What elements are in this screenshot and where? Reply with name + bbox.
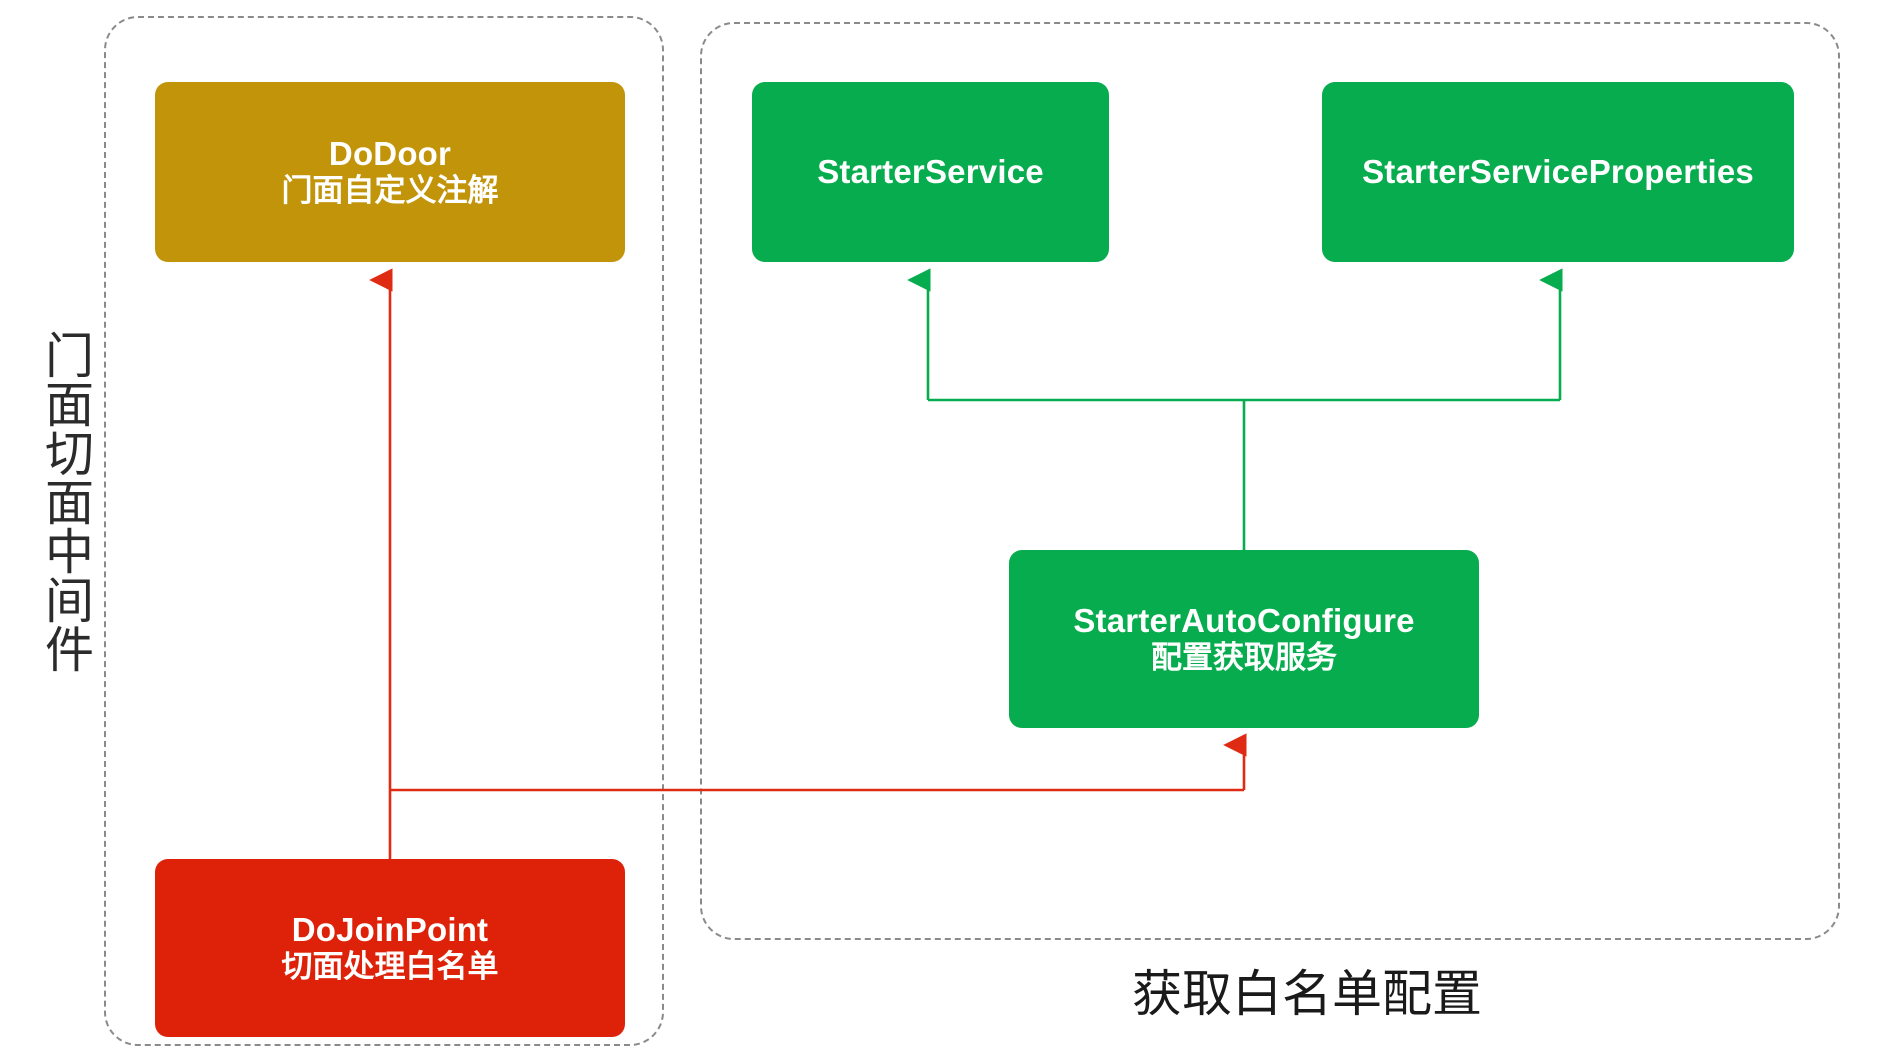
node-dojoinpoint-subtitle: 切面处理白名单	[281, 949, 499, 986]
node-dojoinpoint[interactable]: DoJoinPoint 切面处理白名单	[155, 859, 625, 1037]
node-starterautoconfigure[interactable]: StarterAutoConfigure 配置获取服务	[1009, 550, 1479, 728]
side-label-vertical-text: 门面切面中间件	[37, 330, 94, 673]
bottom-caption-label: 获取白名单配置	[1132, 965, 1482, 1023]
node-dojoinpoint-title: DoJoinPoint	[291, 910, 489, 948]
node-starterserviceproperties-title: StarterServiceProperties	[1362, 152, 1754, 190]
node-starterautoconfigure-title: StarterAutoConfigure	[1073, 601, 1415, 639]
node-dodoor-title: DoDoor	[328, 134, 452, 172]
node-dodoor[interactable]: DoDoor 门面自定义注解	[155, 82, 625, 262]
node-starterserviceproperties[interactable]: StarterServiceProperties	[1322, 82, 1794, 262]
node-starterautoconfigure-subtitle: 配置获取服务	[1151, 640, 1337, 677]
node-starterservice-title: StarterService	[817, 152, 1044, 190]
node-starterservice[interactable]: StarterService	[752, 82, 1109, 262]
group-container-right	[700, 22, 1840, 940]
node-dodoor-subtitle: 门面自定义注解	[281, 173, 499, 210]
group-container-left	[104, 16, 664, 1046]
